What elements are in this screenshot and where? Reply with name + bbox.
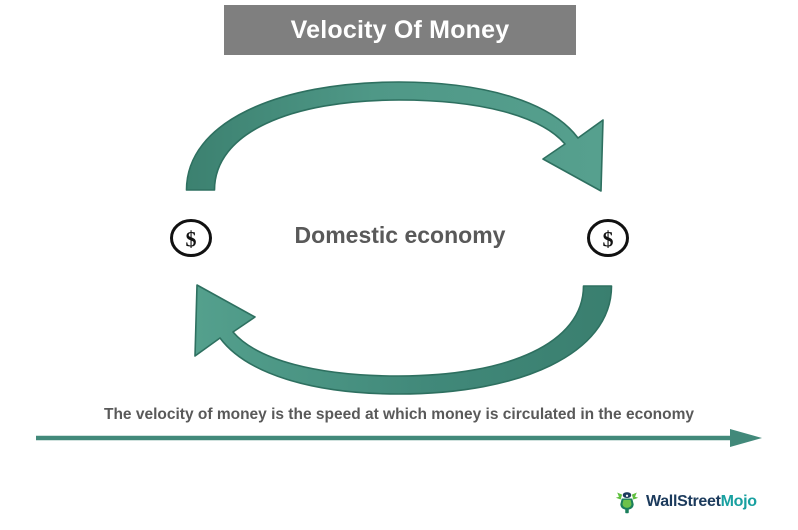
logo-wordmark: WallStreetMojo bbox=[646, 494, 757, 510]
wallstreetmojo-logo[interactable]: WallStreetMojo bbox=[613, 487, 757, 517]
bottom-counterclockwise-arrow bbox=[194, 284, 613, 395]
underline-arrow-icon bbox=[36, 429, 762, 447]
money-flow-cycle-diagram bbox=[185, 81, 613, 395]
page-title: Velocity Of Money bbox=[290, 15, 510, 44]
caption: The velocity of money is the speed at wh… bbox=[103, 406, 694, 423]
center-label: Domestic economy bbox=[294, 222, 506, 248]
logo-text-wallstreet: WallStreet bbox=[646, 493, 721, 510]
money-icon-right: $ bbox=[587, 219, 629, 257]
top-clockwise-arrow bbox=[185, 81, 604, 192]
title-banner: Velocity Of Money bbox=[224, 5, 576, 55]
money-icon-left: $ bbox=[170, 219, 212, 257]
svg-text:$: $ bbox=[186, 227, 197, 252]
logo-text-mojo: Mojo bbox=[720, 493, 757, 510]
wallstreetmojo-bull-icon bbox=[615, 492, 639, 514]
svg-text:$: $ bbox=[603, 227, 614, 252]
